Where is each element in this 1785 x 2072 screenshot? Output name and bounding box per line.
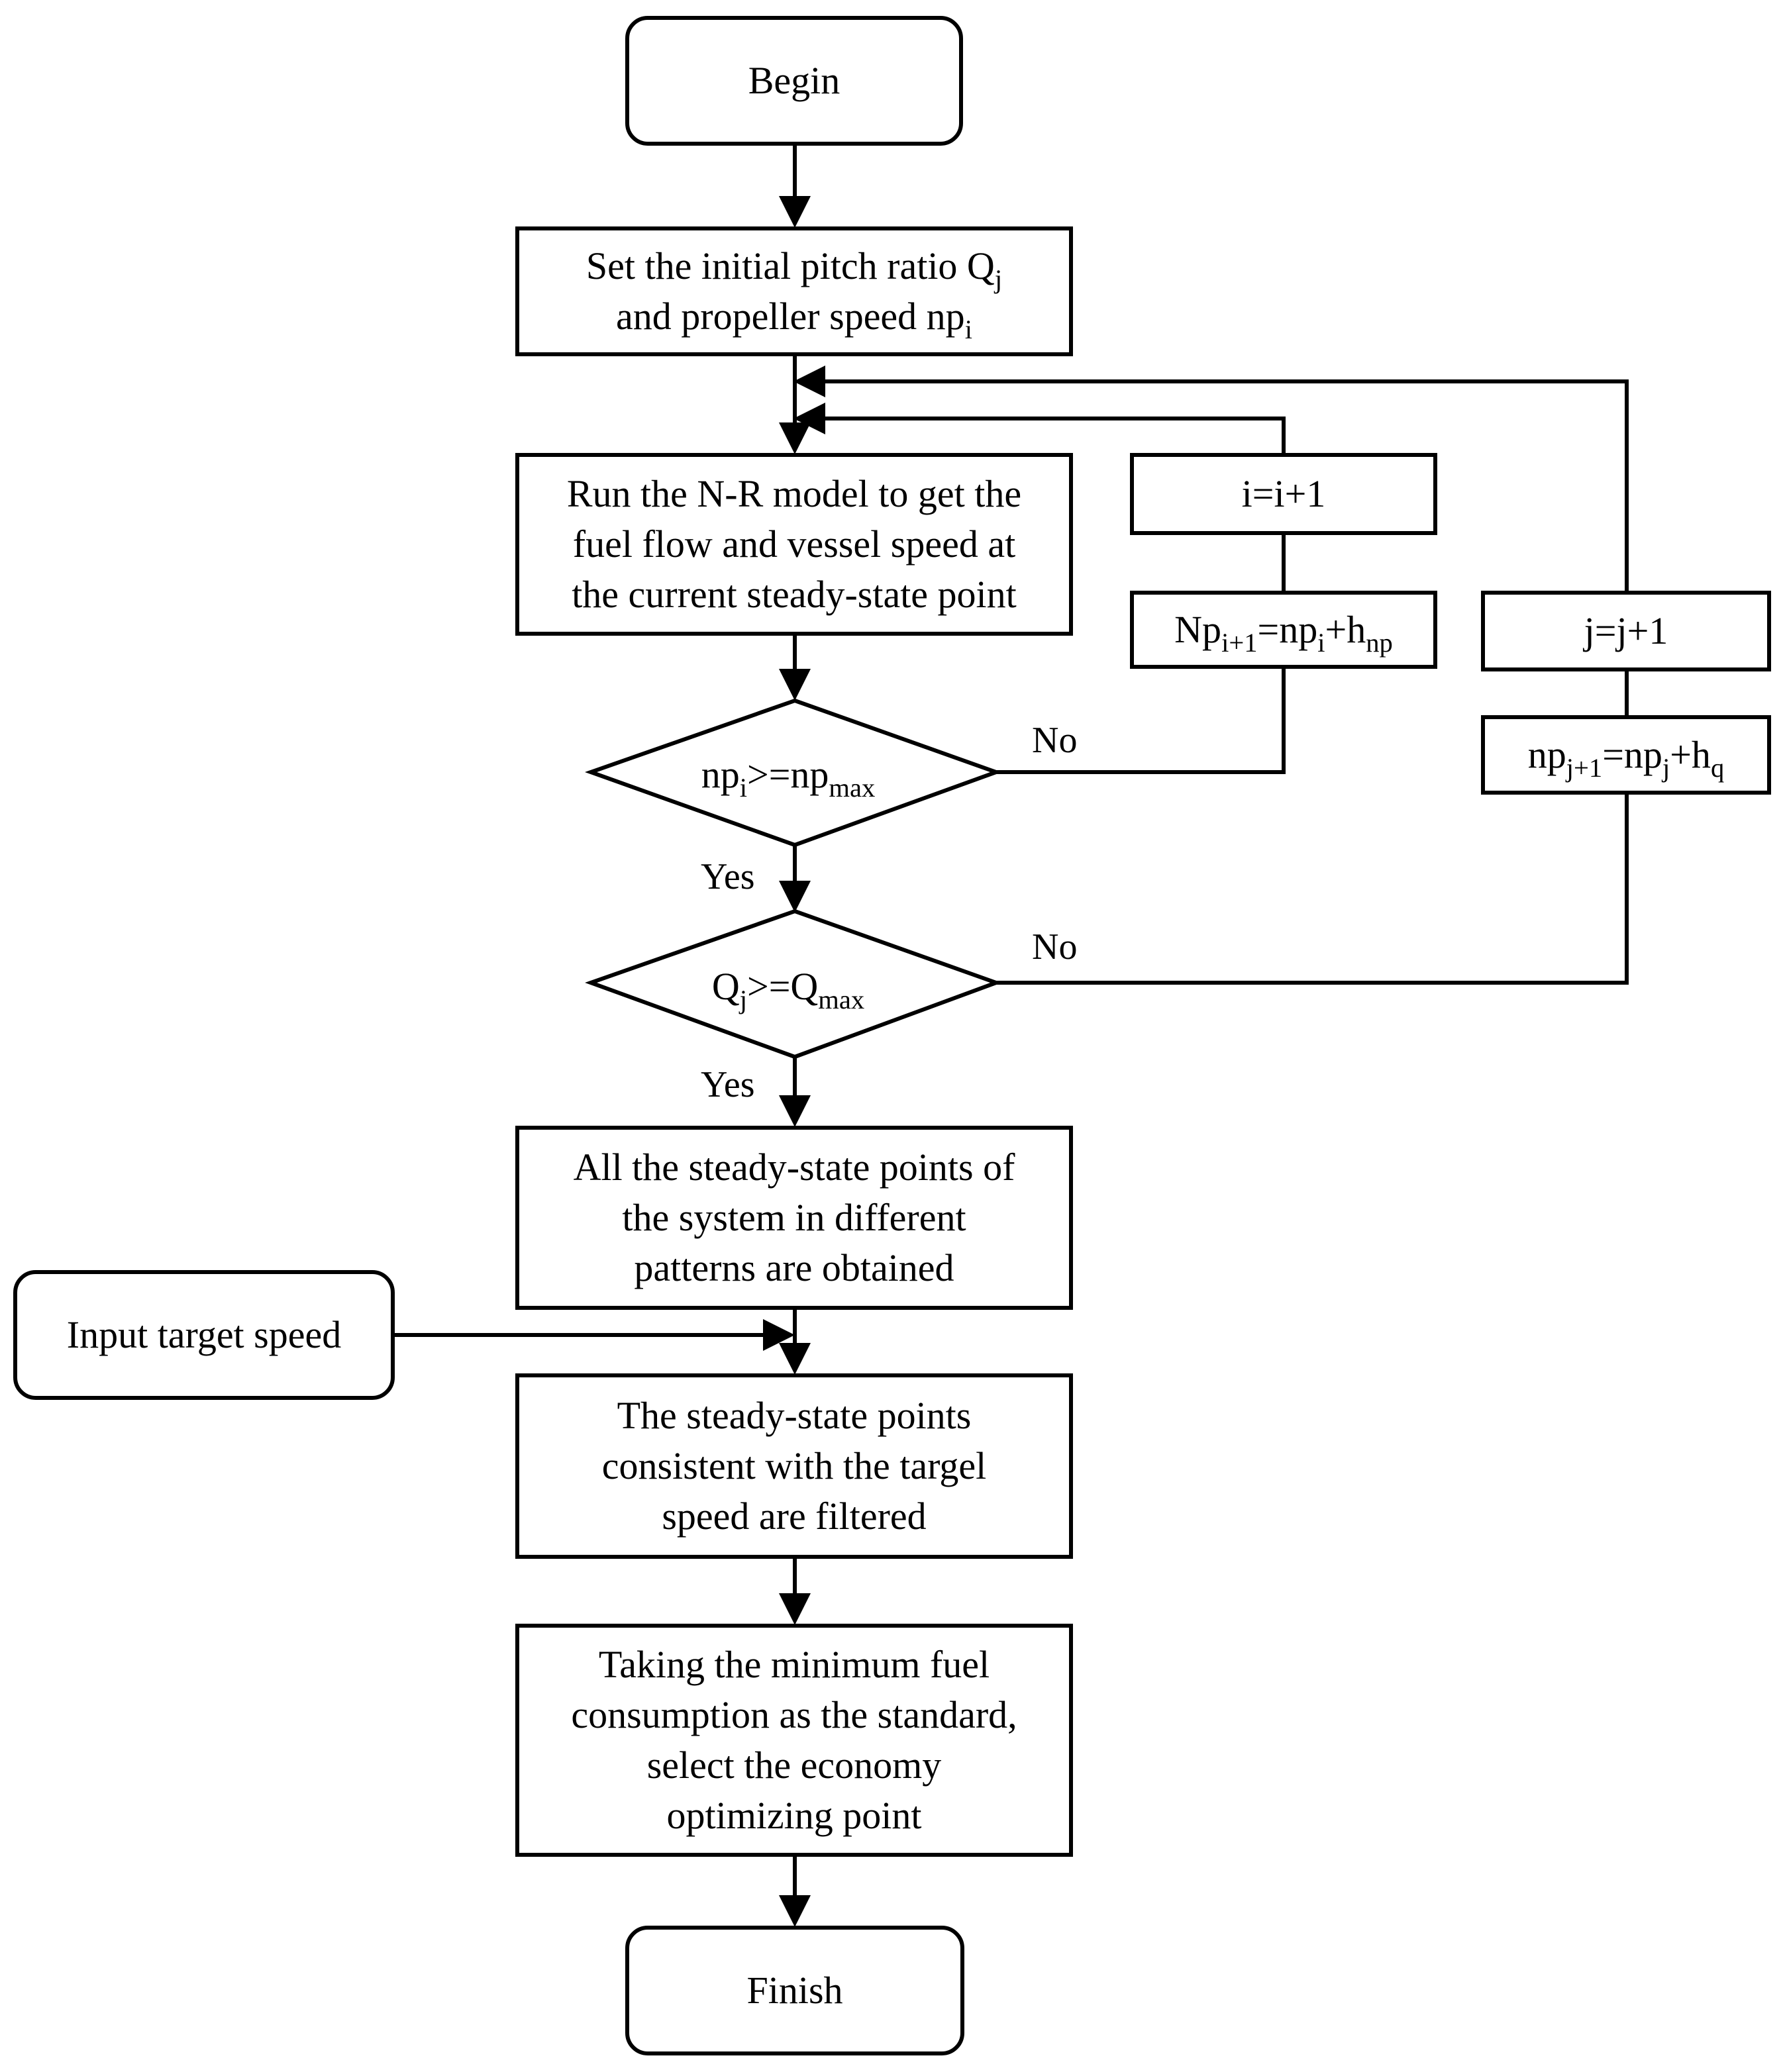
init-line-2: and propeller speed np — [616, 295, 965, 338]
increment-j-label: j=j+1 — [1584, 609, 1668, 652]
update-q-process: npj+1=npj+hq — [1481, 715, 1771, 795]
update-q-p3: +h — [1670, 733, 1711, 776]
run-line-1: Run the N-R model to get the — [566, 472, 1022, 515]
decision-q-label: Qj>=Qmax — [711, 965, 864, 1014]
update-q-p2: =np — [1602, 733, 1662, 776]
begin-label: Begin — [748, 59, 841, 102]
update-np-p2: =np — [1257, 608, 1318, 651]
increment-i-process: i=i+1 — [1130, 453, 1437, 535]
edge-label-no-1: No — [1032, 720, 1078, 761]
finish-node: Finish — [625, 1926, 964, 2055]
decision-np-label: npi>=npmax — [701, 753, 876, 802]
select-optimizing-point-process: Taking the minimum fuel consumption as t… — [515, 1624, 1073, 1857]
update-np-s1: i+1 — [1221, 628, 1258, 658]
update-np-p1: Np — [1174, 608, 1222, 651]
obtained-line-2: the system in different — [622, 1196, 966, 1239]
filtered-line-1: The steady-state points — [617, 1394, 972, 1437]
update-np-process: Npi+1=npi+hnp — [1130, 591, 1437, 669]
obtained-line-3: patterns are obtained — [634, 1246, 954, 1289]
update-q-s1: j+1 — [1566, 753, 1603, 783]
update-q-s2: j — [1662, 753, 1670, 783]
select-line-2: consumption as the standard, — [571, 1693, 1017, 1736]
decision-q-shape — [585, 909, 1002, 1060]
update-np-p3: +h — [1325, 608, 1366, 651]
decision-np-s2: max — [829, 773, 876, 803]
decision-np-shape — [585, 698, 1002, 848]
decision-np-p2: >=np — [746, 753, 829, 796]
edge-loop-i-return — [793, 403, 1286, 453]
edge-label-yes-2: Yes — [701, 1064, 755, 1105]
edge-label-no-2: No — [1032, 926, 1078, 967]
update-np-s3: np — [1366, 628, 1393, 658]
run-line-3: the current steady-state point — [572, 573, 1017, 616]
select-line-1: Taking the minimum fuel — [598, 1643, 990, 1686]
filtered-line-3: speed are filtered — [662, 1495, 927, 1538]
edge-label-yes-1: Yes — [701, 856, 755, 897]
select-line-4: optimizing point — [666, 1794, 922, 1837]
points-obtained-process: All the steady-state points of the syste… — [515, 1126, 1073, 1310]
decision-np-p1: np — [701, 753, 740, 796]
input-target-speed-node: Input target speed — [13, 1270, 395, 1400]
filtered-line-2: consistent with the targel — [601, 1444, 987, 1487]
init-process: Set the initial pitch ratio Qj and prope… — [515, 226, 1073, 356]
update-q-s3: q — [1710, 753, 1725, 783]
edge-condnp-no — [996, 666, 1286, 774]
decision-q-p2: >=Q — [746, 965, 819, 1008]
update-q-p1: np — [1527, 733, 1566, 776]
edge-loop-j-return — [793, 366, 1629, 591]
decision-q-s2: max — [818, 985, 865, 1015]
begin-node: Begin — [625, 16, 963, 146]
run-model-process: Run the N-R model to get the fuel flow a… — [515, 453, 1073, 636]
finish-label: Finish — [746, 1969, 843, 2012]
increment-i-label: i=i+1 — [1241, 472, 1326, 515]
increment-j-process: j=j+1 — [1481, 591, 1771, 671]
points-filtered-process: The steady-state points consistent with … — [515, 1373, 1073, 1559]
decision-np-s1: i — [739, 773, 747, 803]
obtained-line-1: All the steady-state points of — [573, 1146, 1015, 1189]
select-line-3: select the economy — [646, 1744, 942, 1787]
update-np-s2: i — [1317, 628, 1325, 658]
decision-q-p1: Q — [711, 965, 740, 1008]
init-line-1: Set the initial pitch ratio Q — [586, 244, 995, 287]
decision-q-s1: j — [739, 985, 747, 1015]
input-target-speed-label: Input target speed — [66, 1313, 342, 1356]
init-sub-np: i — [964, 315, 972, 345]
run-line-2: fuel flow and vessel speed at — [572, 522, 1016, 566]
init-sub-q: j — [994, 264, 1003, 295]
edge-condq-no — [996, 792, 1629, 985]
